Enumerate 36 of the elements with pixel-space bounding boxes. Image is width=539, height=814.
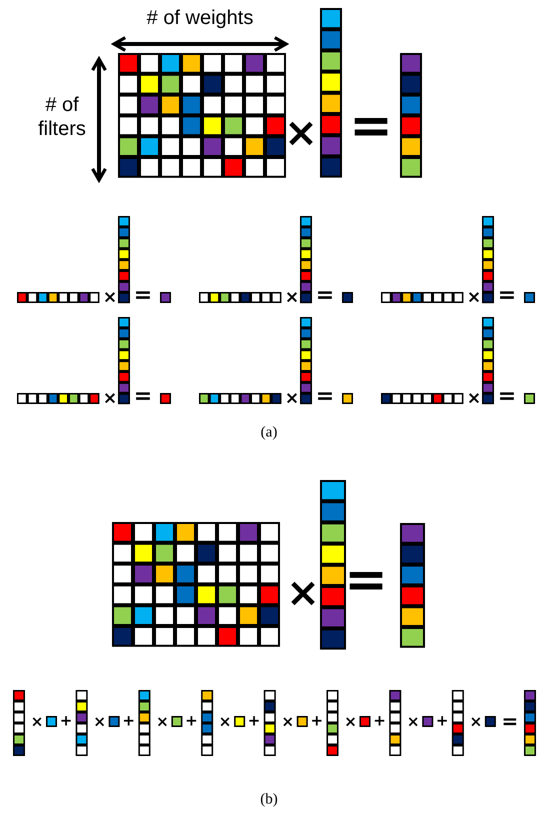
figure-caption: (a) xyxy=(260,426,278,440)
multiply-sign: × xyxy=(344,714,357,730)
multiply-sign: × xyxy=(102,390,118,408)
axis-label: # of weights xyxy=(146,8,254,28)
multiply-sign: × xyxy=(156,714,169,730)
multiply-sign: × xyxy=(93,714,106,730)
plus-sign: + xyxy=(185,714,198,728)
multiply-sign: × xyxy=(466,290,482,306)
plus-sign: + xyxy=(60,714,72,728)
plus-sign: + xyxy=(436,714,448,728)
equals-sign: = xyxy=(134,386,152,408)
plus-sign: + xyxy=(122,714,135,728)
multiply-sign: × xyxy=(102,290,118,306)
figure-caption: (b) xyxy=(260,792,278,808)
equals-sign: = xyxy=(316,285,334,307)
axis-label: # of filters xyxy=(37,93,87,141)
multiply-sign: × xyxy=(470,714,482,730)
equals-sign: = xyxy=(502,711,518,731)
multiply-sign: × xyxy=(30,714,44,730)
multiply-sign: × xyxy=(284,113,318,153)
multiply-sign: × xyxy=(282,714,294,730)
plus-sign: + xyxy=(310,714,324,728)
equals-sign: = xyxy=(134,285,152,307)
equals-sign: = xyxy=(498,285,516,307)
multiply-sign: × xyxy=(284,390,300,408)
equals-sign: = xyxy=(349,100,393,152)
multiply-sign: × xyxy=(406,714,420,730)
multiply-sign: × xyxy=(284,290,300,306)
equals-sign: = xyxy=(344,554,388,606)
multiply-sign: × xyxy=(286,573,320,613)
equals-sign: = xyxy=(316,386,334,408)
plus-sign: + xyxy=(248,714,260,728)
plus-sign: + xyxy=(373,714,386,728)
equals-sign: = xyxy=(498,386,516,408)
multiply-sign: × xyxy=(218,714,232,730)
multiply-sign: × xyxy=(466,390,482,408)
